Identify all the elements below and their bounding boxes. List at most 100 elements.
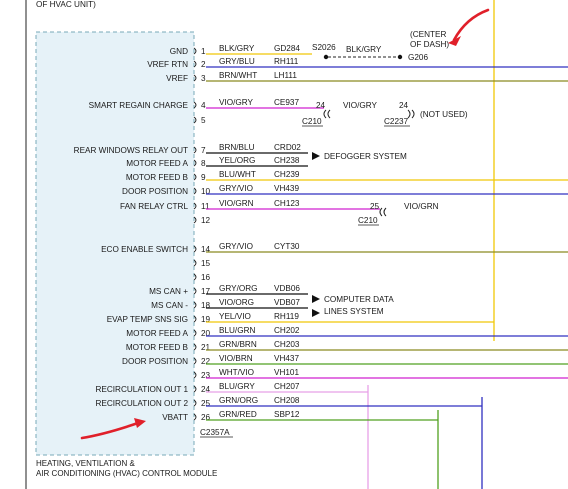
pin-circuit-id: VH437: [274, 354, 299, 363]
pin-wire-color: BLK/GRY: [219, 44, 255, 53]
c210-connector-label: C210: [302, 117, 322, 126]
pin-terminal: [193, 60, 197, 68]
pin-terminal: [193, 371, 197, 379]
defogger-arrow: [312, 152, 320, 160]
pin-wire-color: GRY/VIO: [219, 242, 253, 251]
pin-signal-label: RECIRCULATION OUT 2: [96, 399, 189, 408]
pin-circuit-id: LH111: [274, 71, 297, 80]
ground-path: S2026 BLK/GRY G206 (CENTER OF DASH): [312, 8, 490, 62]
pin-row: MS CAN - 18 VIO/ORG VDB07: [151, 298, 308, 310]
fan-connector-symbol: [379, 207, 387, 217]
ground-note-line1: (CENTER: [410, 30, 446, 39]
pin-number: 5: [201, 116, 206, 125]
pin-terminal: [193, 329, 197, 337]
pin-number: 22: [201, 357, 211, 366]
pin-signal-label: SMART REGAIN CHARGE: [89, 101, 189, 110]
connector-symbol-c210: [323, 109, 331, 119]
connector-symbol-c2237: [407, 109, 415, 119]
pin-terminal: [193, 116, 197, 124]
red-arrow-vbatt: [80, 421, 140, 440]
pin-wire-color: BRN/WHT: [219, 71, 257, 80]
hvac-module-box: [35, 31, 195, 456]
fan-relay-path: 25 VIO/GRN C210: [358, 202, 439, 226]
pin-terminal: [193, 413, 197, 421]
pin-row: 12: [193, 216, 211, 225]
pin-signal-label: GND: [170, 47, 188, 56]
pin-number: 7: [201, 146, 206, 155]
defogger-path: DEFOGGER SYSTEM: [312, 152, 407, 161]
computer-data-arrow-2: [312, 309, 320, 317]
pin-terminal: [193, 173, 197, 181]
pin-row: 16: [193, 273, 211, 282]
pin-signal-label: VBATT: [162, 413, 188, 422]
pin-number: 10: [201, 187, 211, 196]
pin-circuit-id: CH203: [274, 340, 300, 349]
c210-c2237-path: 24 VIO/GRY 24 C210 C2237 (NOT USED): [302, 101, 468, 127]
pin-number: 20: [201, 329, 211, 338]
pin-terminal: [193, 202, 197, 210]
pin-number: 16: [201, 273, 211, 282]
pin-circuit-id: VDB07: [274, 298, 300, 307]
pin-wire-color: GRN/BRN: [219, 340, 257, 349]
pin-number: 12: [201, 216, 211, 225]
pin-row: 15: [193, 259, 211, 268]
splice-dot: [323, 54, 329, 60]
pin-terminal: [193, 343, 197, 351]
computer-data-line1: COMPUTER DATA: [324, 295, 394, 304]
pin-terminal: [193, 399, 197, 407]
pin-wire-color: YEL/ORG: [219, 156, 255, 165]
pin-number: 21: [201, 343, 211, 352]
pin-terminal: [193, 287, 197, 295]
fan-c210-pin: 25: [370, 202, 380, 211]
computer-data-line2: LINES SYSTEM: [324, 307, 384, 316]
pin-terminal: [193, 74, 197, 82]
pin-wire-color: VIO/BRN: [219, 354, 253, 363]
ground-wire-label: BLK/GRY: [346, 45, 382, 54]
pin-circuit-id: CH123: [274, 199, 300, 208]
pin-terminal: [193, 245, 197, 253]
pin-number: 17: [201, 287, 211, 296]
pin-circuit-id: CYT30: [274, 242, 300, 251]
pin-number: 24: [201, 385, 211, 394]
pin-circuit-id: CH239: [274, 170, 300, 179]
pin-circuit-id: CH207: [274, 382, 300, 391]
pin-circuit-id: VH439: [274, 184, 299, 193]
pin-number: 18: [201, 301, 211, 310]
module-name-line1: HEATING, VENTILATION &: [36, 459, 135, 468]
c210-left-pin: 24: [316, 101, 326, 110]
pin-number: 26: [201, 413, 211, 422]
computer-data-path: COMPUTER DATA LINES SYSTEM: [312, 295, 394, 317]
pin-wire-color: VIO/ORG: [219, 298, 254, 307]
pin-wire-color: GRY/ORG: [219, 284, 258, 293]
pin-wire-color: BRN/BLU: [219, 143, 255, 152]
pin-number: 1: [201, 47, 206, 56]
pin-terminal: [193, 357, 197, 365]
pin-terminal: [193, 101, 197, 109]
pin-number: 2: [201, 60, 206, 69]
pin-terminal: [193, 159, 197, 167]
red-arrow-ground-head: [448, 36, 461, 46]
c2237-right-pin: 24: [399, 101, 409, 110]
pin-signal-label: MS CAN -: [151, 301, 188, 310]
module-name-line2: AIR CONDITIONING (HVAC) CONTROL MODULE: [36, 469, 217, 478]
pin-circuit-id: SBP12: [274, 410, 300, 419]
pin-wire-color: YEL/VIO: [219, 312, 251, 321]
pin-circuit-id: CE937: [274, 98, 299, 107]
pin-wire-color: BLU/WHT: [219, 170, 256, 179]
pin-signal-label: MOTOR FEED A: [126, 159, 188, 168]
pin-terminal: [193, 273, 197, 281]
pin-signal-label: MS CAN +: [149, 287, 188, 296]
pin-wire-color: VIO/GRY: [219, 98, 254, 107]
